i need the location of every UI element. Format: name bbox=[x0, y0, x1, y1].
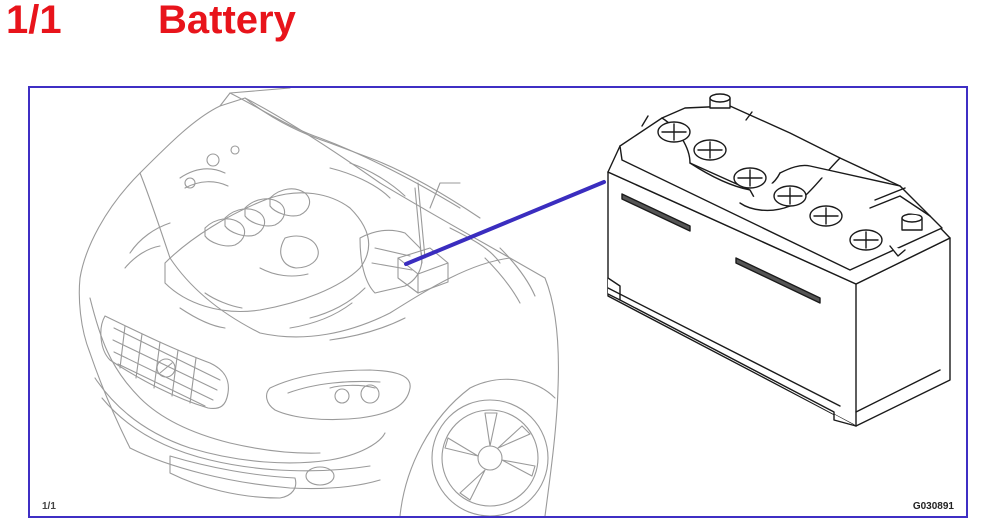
leader-line bbox=[404, 180, 606, 266]
page-indicator: 1/1 bbox=[6, 0, 62, 42]
battery-location-illustration bbox=[78, 88, 951, 516]
figure-code: G030891 bbox=[912, 501, 954, 512]
figure-page-number: 1/1 bbox=[42, 501, 56, 512]
battery-drawing bbox=[607, 93, 951, 427]
illustration-frame: 1/1 G030891 bbox=[28, 86, 968, 518]
car-drawing bbox=[78, 88, 559, 516]
cell-caps bbox=[657, 121, 883, 251]
page-title: Battery bbox=[158, 0, 296, 42]
